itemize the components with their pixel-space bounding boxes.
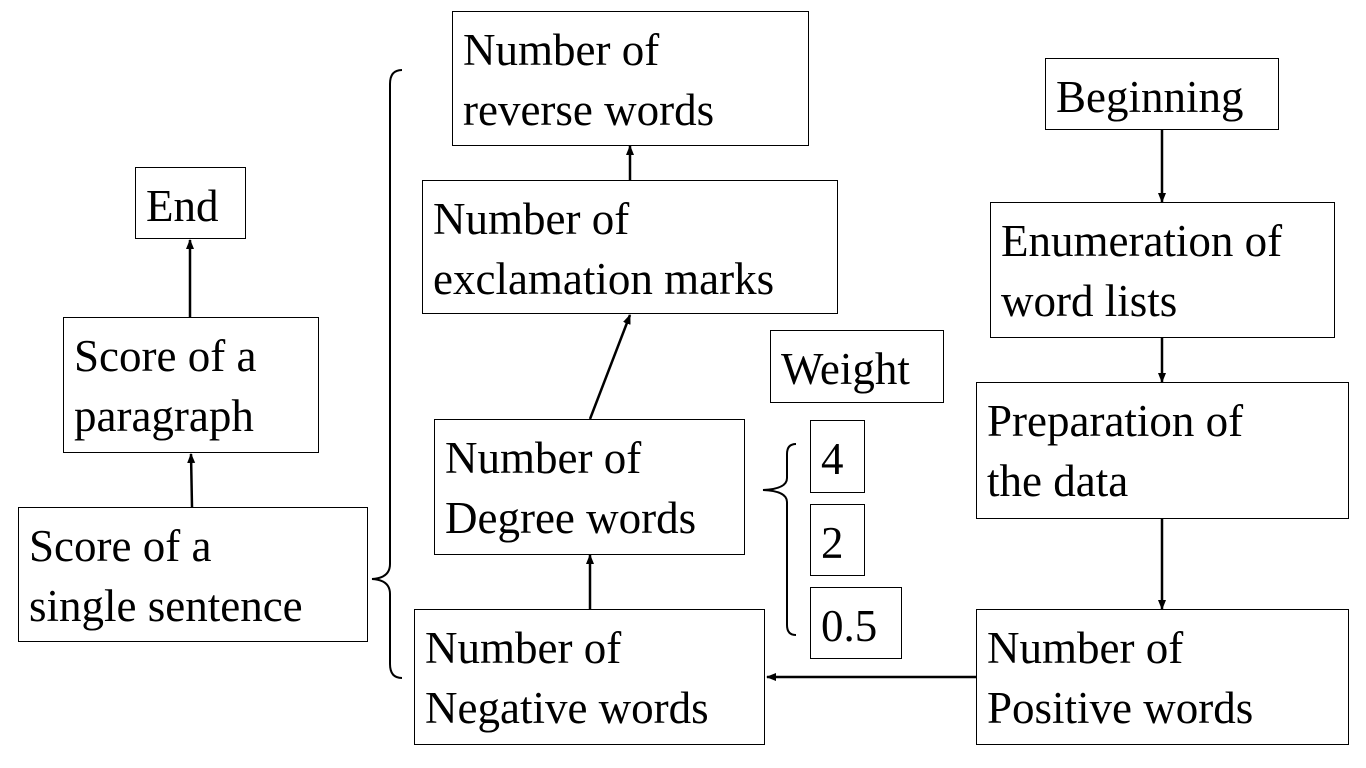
- enumeration-box: Enumeration of word lists: [990, 202, 1335, 338]
- sentence-score-box: Score of a single sentence: [18, 507, 368, 642]
- reverse-words-text-line1: Number of: [463, 25, 660, 75]
- paragraph-score-text-line1: Score of a: [74, 331, 257, 381]
- sentence-score-text-line1: Score of a: [29, 521, 212, 571]
- negative-words-text-line1: Number of: [425, 623, 622, 673]
- weight-label-box: Weight: [770, 330, 944, 403]
- exclamation-marks-text-line2: exclamation marks: [433, 254, 775, 304]
- beginning-box: Beginning: [1045, 58, 1279, 130]
- weight-value-box: 2: [810, 504, 865, 576]
- preparation-text-line1: Preparation of: [987, 396, 1244, 446]
- reverse-words-box: Number of reverse words: [452, 11, 809, 146]
- sentence-score-text-line2: single sentence: [29, 581, 303, 631]
- paragraph-score-text-line2: paragraph: [74, 391, 254, 441]
- weight-value-text: 4: [821, 434, 844, 484]
- preparation-box: Preparation of the data: [976, 382, 1349, 519]
- weight-value-box: 0.5: [810, 587, 902, 659]
- weight-label-text: Weight: [781, 344, 910, 394]
- negative-words-text-line2: Negative words: [425, 683, 709, 733]
- preparation-text-line2: the data: [987, 456, 1129, 506]
- positive-words-box: Number of Positive words: [976, 609, 1349, 745]
- weight-brace: [762, 443, 797, 636]
- arrow-sentence-to-paragraph: [187, 453, 196, 508]
- positive-words-text-line2: Positive words: [987, 683, 1254, 733]
- paragraph-score-box: Score of a paragraph: [63, 317, 319, 453]
- arrow-degree-to-exclamation: [588, 314, 632, 420]
- degree-words-text-line2: Degree words: [445, 493, 697, 543]
- large-brace: [371, 69, 403, 679]
- end-box: End: [135, 167, 246, 239]
- degree-words-box: Number of Degree words: [434, 419, 745, 555]
- weight-value-box: 4: [810, 420, 865, 493]
- exclamation-marks-text-line1: Number of: [433, 194, 630, 244]
- enumeration-text-line2: word lists: [1001, 276, 1178, 326]
- exclamation-marks-box: Number of exclamation marks: [422, 180, 838, 314]
- negative-words-box: Number of Negative words: [414, 609, 765, 745]
- beginning-text: Beginning: [1056, 72, 1244, 122]
- weight-value-text: 0.5: [821, 601, 878, 651]
- positive-words-text-line1: Number of: [987, 623, 1184, 673]
- enumeration-text-line1: Enumeration of: [1001, 216, 1283, 266]
- reverse-words-text-line2: reverse words: [463, 85, 715, 135]
- weight-value-text: 2: [821, 518, 844, 568]
- degree-words-text-line1: Number of: [445, 433, 642, 483]
- end-text: End: [146, 181, 219, 231]
